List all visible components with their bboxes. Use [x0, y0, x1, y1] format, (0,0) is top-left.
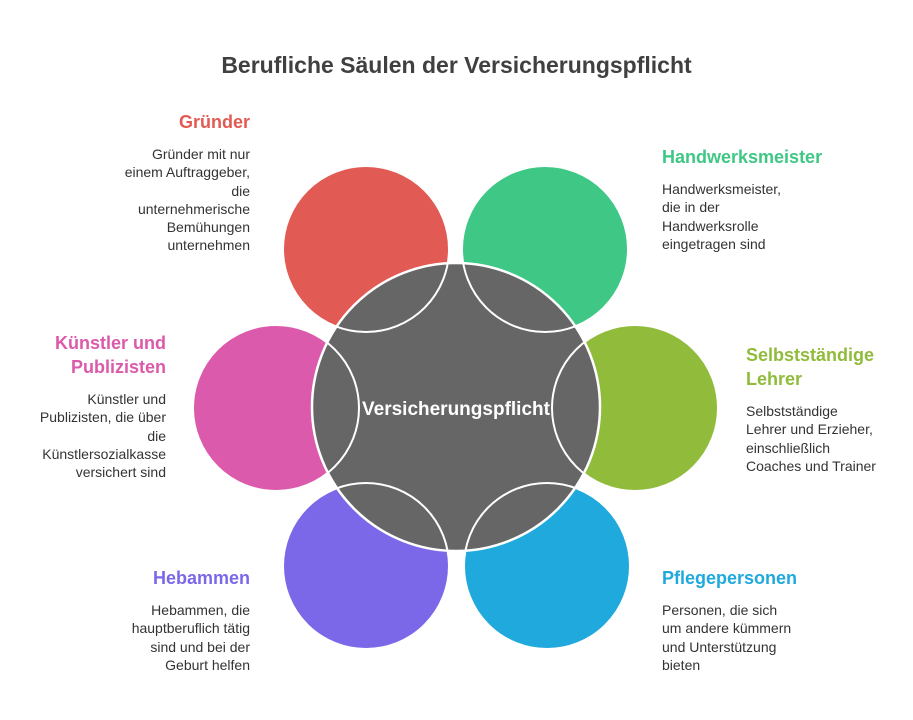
- pillar-kuenstler-desc: Künstler und Publizisten, die über die K…: [20, 390, 166, 481]
- title-line: Lehrer: [746, 369, 803, 389]
- desc-line: die in der: [662, 199, 720, 216]
- overlap-pflege: [463, 482, 631, 650]
- desc-line: Geburt helfen: [165, 656, 250, 673]
- desc-line: Künstler und: [87, 391, 166, 407]
- desc-line: Handwerksrolle: [662, 217, 759, 234]
- desc-line: einschließlich: [746, 439, 831, 456]
- title-line: Künstler und: [55, 333, 166, 353]
- desc-line: hauptberuflich tätig: [131, 620, 250, 637]
- pillar-hebammen: Hebammen Hebammen, die hauptberuflich tä…: [60, 566, 250, 674]
- pillar-pflege-title: Pflegepersonen: [662, 568, 798, 588]
- overlap-gruender: [282, 165, 450, 333]
- center-circle: [310, 261, 602, 553]
- desc-line: Publizisten, die über: [39, 409, 166, 426]
- pillar-gruender-desc: Gründer mit nur einem Auftraggeber, die …: [60, 145, 250, 255]
- desc-line: um andere kümmern: [662, 620, 792, 637]
- title-line: Selbstständige: [746, 345, 875, 365]
- pillar-lehrer: Selbstständige Lehrer Selbstständige Leh…: [746, 343, 906, 475]
- diagram-title: Berufliche Säulen der Versicherungspflic…: [221, 52, 692, 78]
- pillar-handwerksmeister: Handwerksmeister Handwerksmeister, die i…: [662, 145, 882, 253]
- desc-line: Künstlersozialkasse: [42, 445, 166, 462]
- desc-line: Lehrer und Erzieher,: [746, 421, 873, 438]
- pillar-gruender: Gründer Gründer mit nur einem Auftraggeb…: [60, 110, 250, 255]
- pillar-gruender-title: Gründer: [178, 112, 250, 132]
- pillar-hebammen-desc: Hebammen, die hauptberuflich tätig sind …: [60, 601, 250, 674]
- desc-line: unternehmerische: [137, 200, 250, 217]
- center-label: Versicherungspflicht: [362, 399, 551, 420]
- desc-line: die: [147, 427, 166, 444]
- desc-line: und Unterstützung: [662, 638, 777, 655]
- desc-line: versichert sind: [75, 464, 166, 481]
- desc-line: eingetragen sind: [662, 235, 766, 252]
- pillar-lehrer-desc: Selbstständige Lehrer und Erzieher, eins…: [746, 402, 906, 475]
- pillar-handwerksmeister-desc: Handwerksmeister, die in der Handwerksro…: [662, 180, 882, 253]
- pillar-kuenstler: Künstler und Publizisten Künstler und Pu…: [20, 331, 166, 481]
- overlap-lehrer: [551, 324, 719, 492]
- overlap-handwerksmeister: [461, 165, 629, 333]
- title-line: Publizisten: [70, 357, 166, 377]
- desc-line: Bemühungen: [166, 219, 250, 236]
- desc-line: bieten: [662, 656, 701, 673]
- desc-line: Selbstständige: [746, 403, 838, 419]
- pillar-lehrer-title: Selbstständige Lehrer: [746, 343, 906, 391]
- desc-line: die: [231, 182, 250, 199]
- pillar-hebammen-title: Hebammen: [152, 568, 250, 588]
- desc-line: Personen, die sich: [662, 602, 778, 618]
- desc-line: einem Auftraggeber,: [124, 164, 250, 181]
- desc-line: Coaches und Trainer: [746, 457, 876, 474]
- overlap-kuenstler: [192, 324, 360, 492]
- pillar-handwerksmeister-title: Handwerksmeister: [662, 147, 823, 167]
- pillar-kuenstler-title: Künstler und Publizisten: [20, 331, 166, 379]
- pillar-pflege-desc: Personen, die sich um andere kümmern und…: [662, 601, 882, 674]
- desc-line: Gründer mit nur: [151, 146, 250, 162]
- desc-line: Hebammen, die: [151, 602, 250, 618]
- desc-line: sind und bei der: [150, 638, 250, 655]
- desc-line: unternehmen: [167, 237, 250, 254]
- desc-line: Handwerksmeister,: [662, 181, 782, 197]
- pillar-pflege: Pflegepersonen Personen, die sich um and…: [662, 566, 882, 674]
- petal-overlap-outlines: [192, 165, 719, 650]
- overlap-hebammen: [282, 482, 450, 650]
